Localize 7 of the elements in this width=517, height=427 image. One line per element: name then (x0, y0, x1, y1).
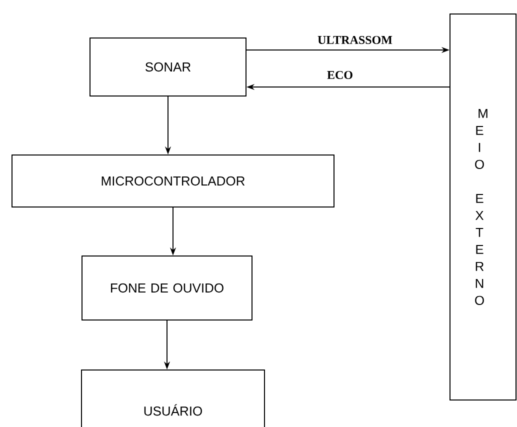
edge-label: ECO (327, 70, 352, 80)
vertical-box: MEIO EXTERNO (450, 14, 516, 400)
process-box: USUÁRIO (81, 370, 265, 427)
process-box: MICROCONTROLADOR (12, 154, 334, 208)
process-box: FONE DE OUVIDO (82, 256, 252, 320)
edge-label: ULTRASSOM (318, 36, 392, 44)
process-box: SONAR (90, 38, 246, 96)
